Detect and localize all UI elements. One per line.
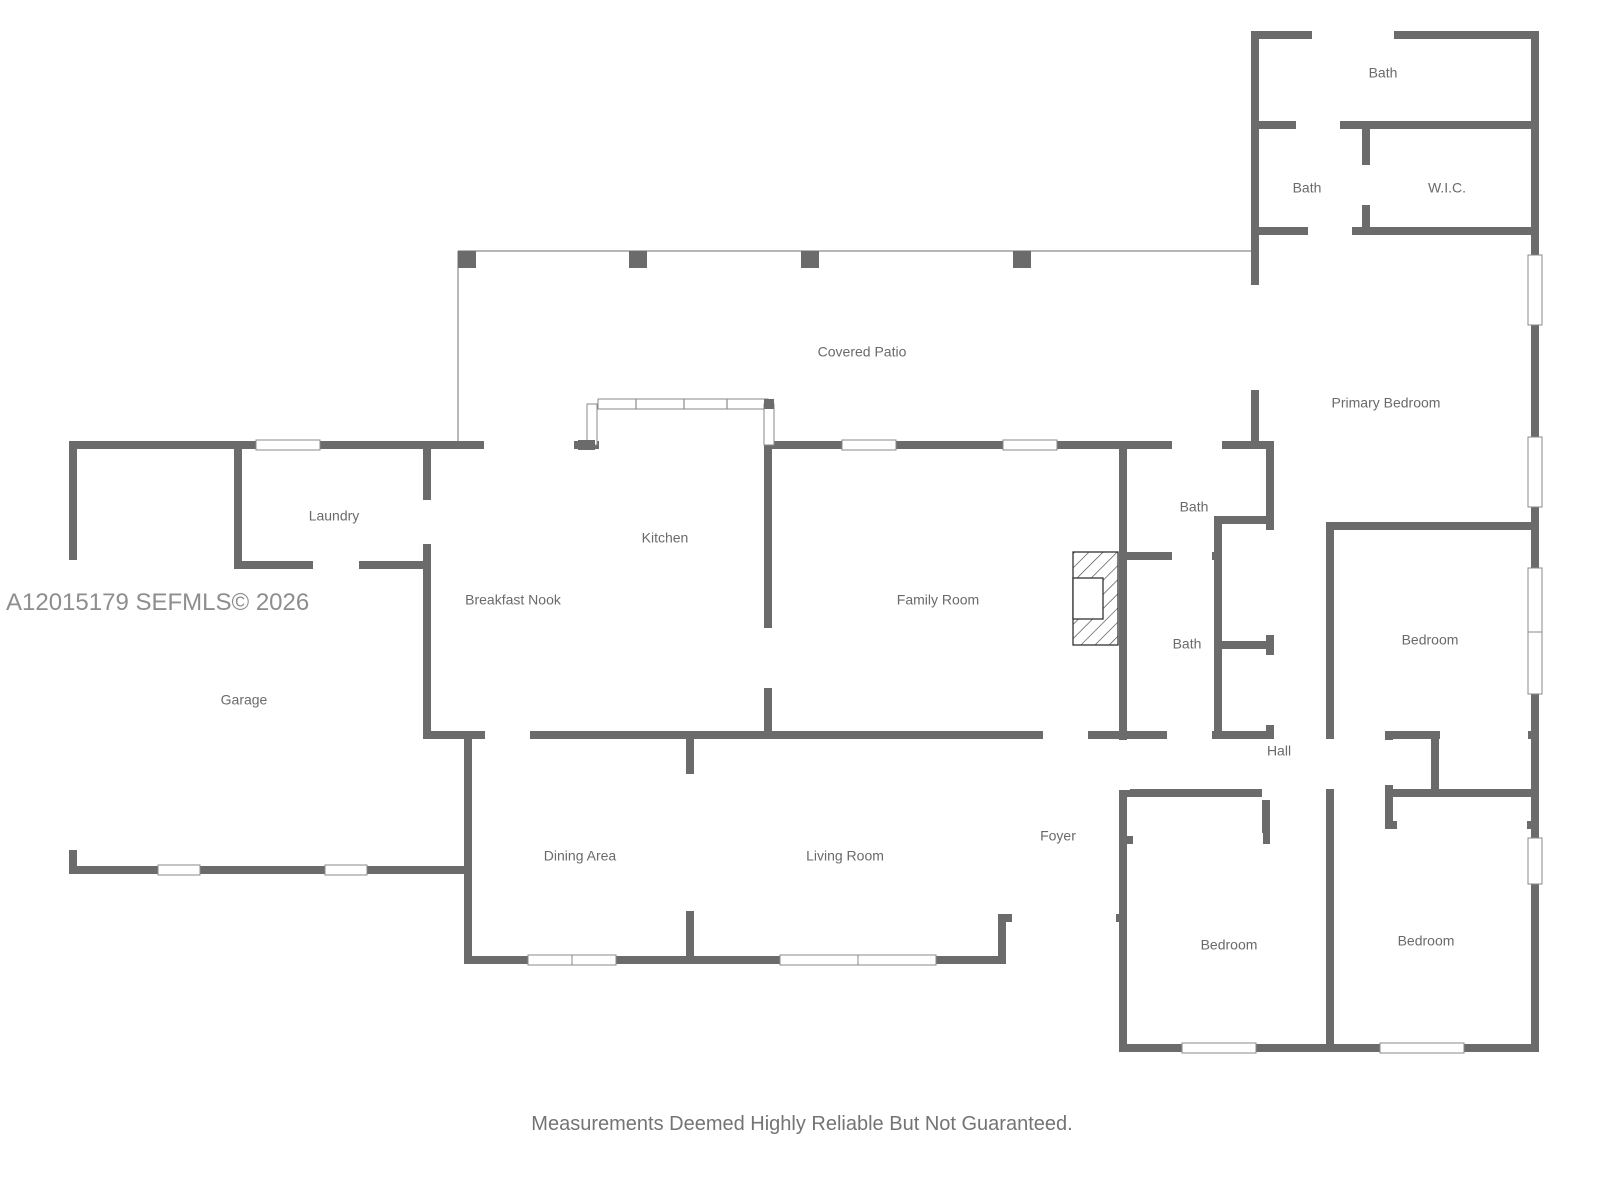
door-openings (67, 28, 1528, 925)
fireplace-icon (1072, 551, 1119, 646)
room-label-bath-top: Bath (1369, 65, 1398, 81)
room-label-breakfast-nook: Breakfast Nook (465, 592, 562, 608)
room-labels: Bath Bath W.I.C. Covered Patio Primary B… (221, 65, 1466, 953)
room-label-bath-mid: Bath (1293, 180, 1322, 196)
measurement-disclaimer: Measurements Deemed Highly Reliable But … (531, 1113, 1072, 1135)
room-label-dining-area: Dining Area (544, 848, 617, 864)
room-label-bedroom-south-left: Bedroom (1201, 937, 1258, 953)
listing-watermark: A12015179 SEFMLS© 2026 (6, 589, 309, 616)
room-label-bedroom-east: Bedroom (1402, 632, 1459, 648)
room-label-kitchen: Kitchen (642, 530, 689, 546)
room-label-primary-bedroom: Primary Bedroom (1332, 395, 1441, 411)
room-label-hall: Hall (1267, 743, 1291, 759)
covered-patio-outline (457, 250, 1251, 445)
room-label-foyer: Foyer (1040, 828, 1076, 844)
room-label-bath-hall-upper: Bath (1180, 499, 1209, 515)
room-label-garage: Garage (221, 692, 268, 708)
room-label-wic: W.I.C. (1428, 180, 1466, 196)
room-label-living-room: Living Room (806, 848, 884, 864)
room-label-bath-hall-lower: Bath (1173, 636, 1202, 652)
windows (157, 254, 1543, 1054)
room-label-bedroom-south-right: Bedroom (1398, 933, 1455, 949)
room-label-family-room: Family Room (897, 592, 979, 608)
room-label-laundry: Laundry (309, 508, 360, 524)
room-label-covered-patio: Covered Patio (818, 344, 907, 360)
